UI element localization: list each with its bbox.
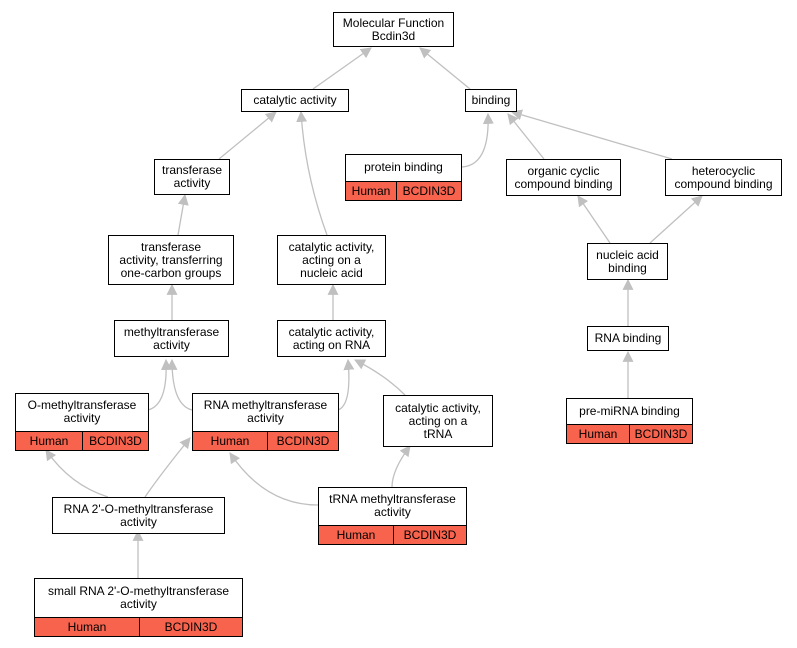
annotation-species: Human (193, 432, 267, 450)
node-o-methyltransferase[interactable]: O-methyltransferase activity Human BCDIN… (15, 393, 149, 451)
node-binding[interactable]: binding (465, 89, 517, 112)
node-methyltransferase-label: methyltransferase activity (123, 324, 220, 352)
edge-rna2o-omethyl (45, 449, 109, 498)
edges (45, 47, 703, 578)
node-protein-binding-label: protein binding (364, 160, 443, 174)
edge-catalytic-root (312, 47, 372, 90)
edge-omethyl-methyl (147, 358, 172, 411)
edge-binding-root (419, 47, 471, 90)
node-organic-cyclic-label: organic cyclic compound binding (514, 163, 613, 191)
edge-rnamethyl-catrna (337, 358, 355, 411)
node-trna-methyltransferase-label: tRNA methyltransferase activity (329, 492, 456, 519)
edge-transferase-catalytic (218, 111, 277, 160)
annotation-species: Human (567, 425, 629, 443)
edge-trnamethyl-cattrna (391, 445, 411, 488)
node-catalytic-nucleic-acid[interactable]: catalytic activity, acting on a nucleic … (277, 235, 386, 285)
node-small-rna-2o-methyltransferase[interactable]: small RNA 2'-O-methyltransferase activit… (34, 578, 243, 637)
o-methyltransferase-annotation: Human BCDIN3D (16, 431, 148, 450)
edge-trnamethyl-rnamethyl (229, 452, 319, 506)
node-nucleic-acid-binding[interactable]: nucleic acid binding (587, 243, 668, 280)
annotation-species: Human (319, 526, 393, 544)
node-pre-mirna-binding[interactable]: pre-miRNA binding Human BCDIN3D (566, 398, 693, 444)
small-rna-annotation: Human BCDIN3D (35, 617, 242, 636)
edge-heterocyclic-binding (510, 109, 673, 160)
node-rna-binding-label: RNA binding (594, 331, 662, 345)
annotation-species: Human (346, 182, 396, 200)
rna-methyltransferase-annotation: Human BCDIN3D (193, 431, 338, 450)
node-catalytic-activity[interactable]: catalytic activity (241, 89, 349, 112)
edge-proteinbinding-binding (461, 112, 494, 168)
node-catalytic-nucleic-acid-label: catalytic activity, acting on a nucleic … (288, 239, 375, 280)
node-molecular-function-label: Molecular Function Bcdin3d (342, 15, 445, 43)
annotation-gene: BCDIN3D (82, 432, 148, 450)
edge-catnucleic-catalytic (296, 110, 328, 236)
node-rna-2o-methyltransferase[interactable]: RNA 2'-O-methyltransferase activity (52, 497, 225, 534)
edge-rna2o-rnamethyl (144, 437, 191, 498)
node-heterocyclic-compound-binding[interactable]: heterocyclic compound binding (665, 159, 782, 196)
node-molecular-function[interactable]: Molecular Function Bcdin3d (333, 12, 454, 47)
node-catalytic-rna-label: catalytic activity, acting on RNA (288, 324, 375, 352)
edge-cattrna-catrna (354, 359, 406, 396)
annotation-gene: BCDIN3D (396, 182, 461, 200)
node-catalytic-trna-label: catalytic activity, acting on a tRNA (395, 400, 481, 441)
node-rna-binding[interactable]: RNA binding (587, 326, 669, 351)
node-methyltransferase-activity[interactable]: methyltransferase activity (114, 320, 229, 357)
annotation-gene: BCDIN3D (267, 432, 338, 450)
node-organic-cyclic-compound-binding[interactable]: organic cyclic compound binding (506, 159, 621, 196)
pre-mirna-annotation: Human BCDIN3D (567, 424, 692, 443)
node-trna-methyltransferase[interactable]: tRNA methyltransferase activity Human BC… (318, 487, 467, 545)
node-transferase-activity[interactable]: transferase activity (154, 159, 230, 195)
node-nucleic-acid-binding-label: nucleic acid binding (596, 247, 659, 275)
edge-rnamethyl-methyl (166, 358, 193, 411)
node-protein-binding[interactable]: protein binding Human BCDIN3D (345, 154, 462, 201)
annotation-gene: BCDIN3D (139, 618, 242, 636)
node-binding-label: binding (471, 93, 511, 107)
node-rna-2o-methyltransferase-label: RNA 2'-O-methyltransferase activity (63, 501, 214, 529)
node-transferase-one-carbon[interactable]: transferase activity, transferring one-c… (108, 235, 234, 285)
node-catalytic-activity-label: catalytic activity (253, 93, 337, 107)
annotation-species: Human (16, 432, 82, 450)
edge-transferase1c-transferase (177, 193, 189, 236)
edge-nucleic-organic (577, 195, 611, 244)
trna-methyltransferase-annotation: Human BCDIN3D (319, 525, 466, 544)
node-o-methyltransferase-label: O-methyltransferase activity (27, 398, 137, 425)
node-transferase-one-carbon-label: transferase activity, transferring one-c… (119, 239, 223, 280)
edge-organic-binding (507, 113, 545, 160)
protein-binding-annotation: Human BCDIN3D (346, 181, 461, 200)
node-small-rna-label: small RNA 2'-O-methyltransferase activit… (47, 583, 229, 611)
annotation-gene: BCDIN3D (393, 526, 466, 544)
node-catalytic-trna[interactable]: catalytic activity, acting on a tRNA (383, 395, 493, 447)
node-catalytic-rna[interactable]: catalytic activity, acting on RNA (277, 320, 386, 357)
edge-nucleic-heterocyclic (649, 195, 703, 244)
node-heterocyclic-label: heterocyclic compound binding (674, 163, 773, 191)
node-pre-mirna-binding-label: pre-miRNA binding (579, 403, 680, 418)
node-rna-methyltransferase-label: RNA methyltransferase activity (203, 398, 328, 425)
annotation-gene: BCDIN3D (629, 425, 692, 443)
node-rna-methyltransferase[interactable]: RNA methyltransferase activity Human BCD… (192, 393, 339, 451)
node-transferase-activity-label: transferase activity (161, 163, 223, 190)
annotation-species: Human (35, 618, 139, 636)
